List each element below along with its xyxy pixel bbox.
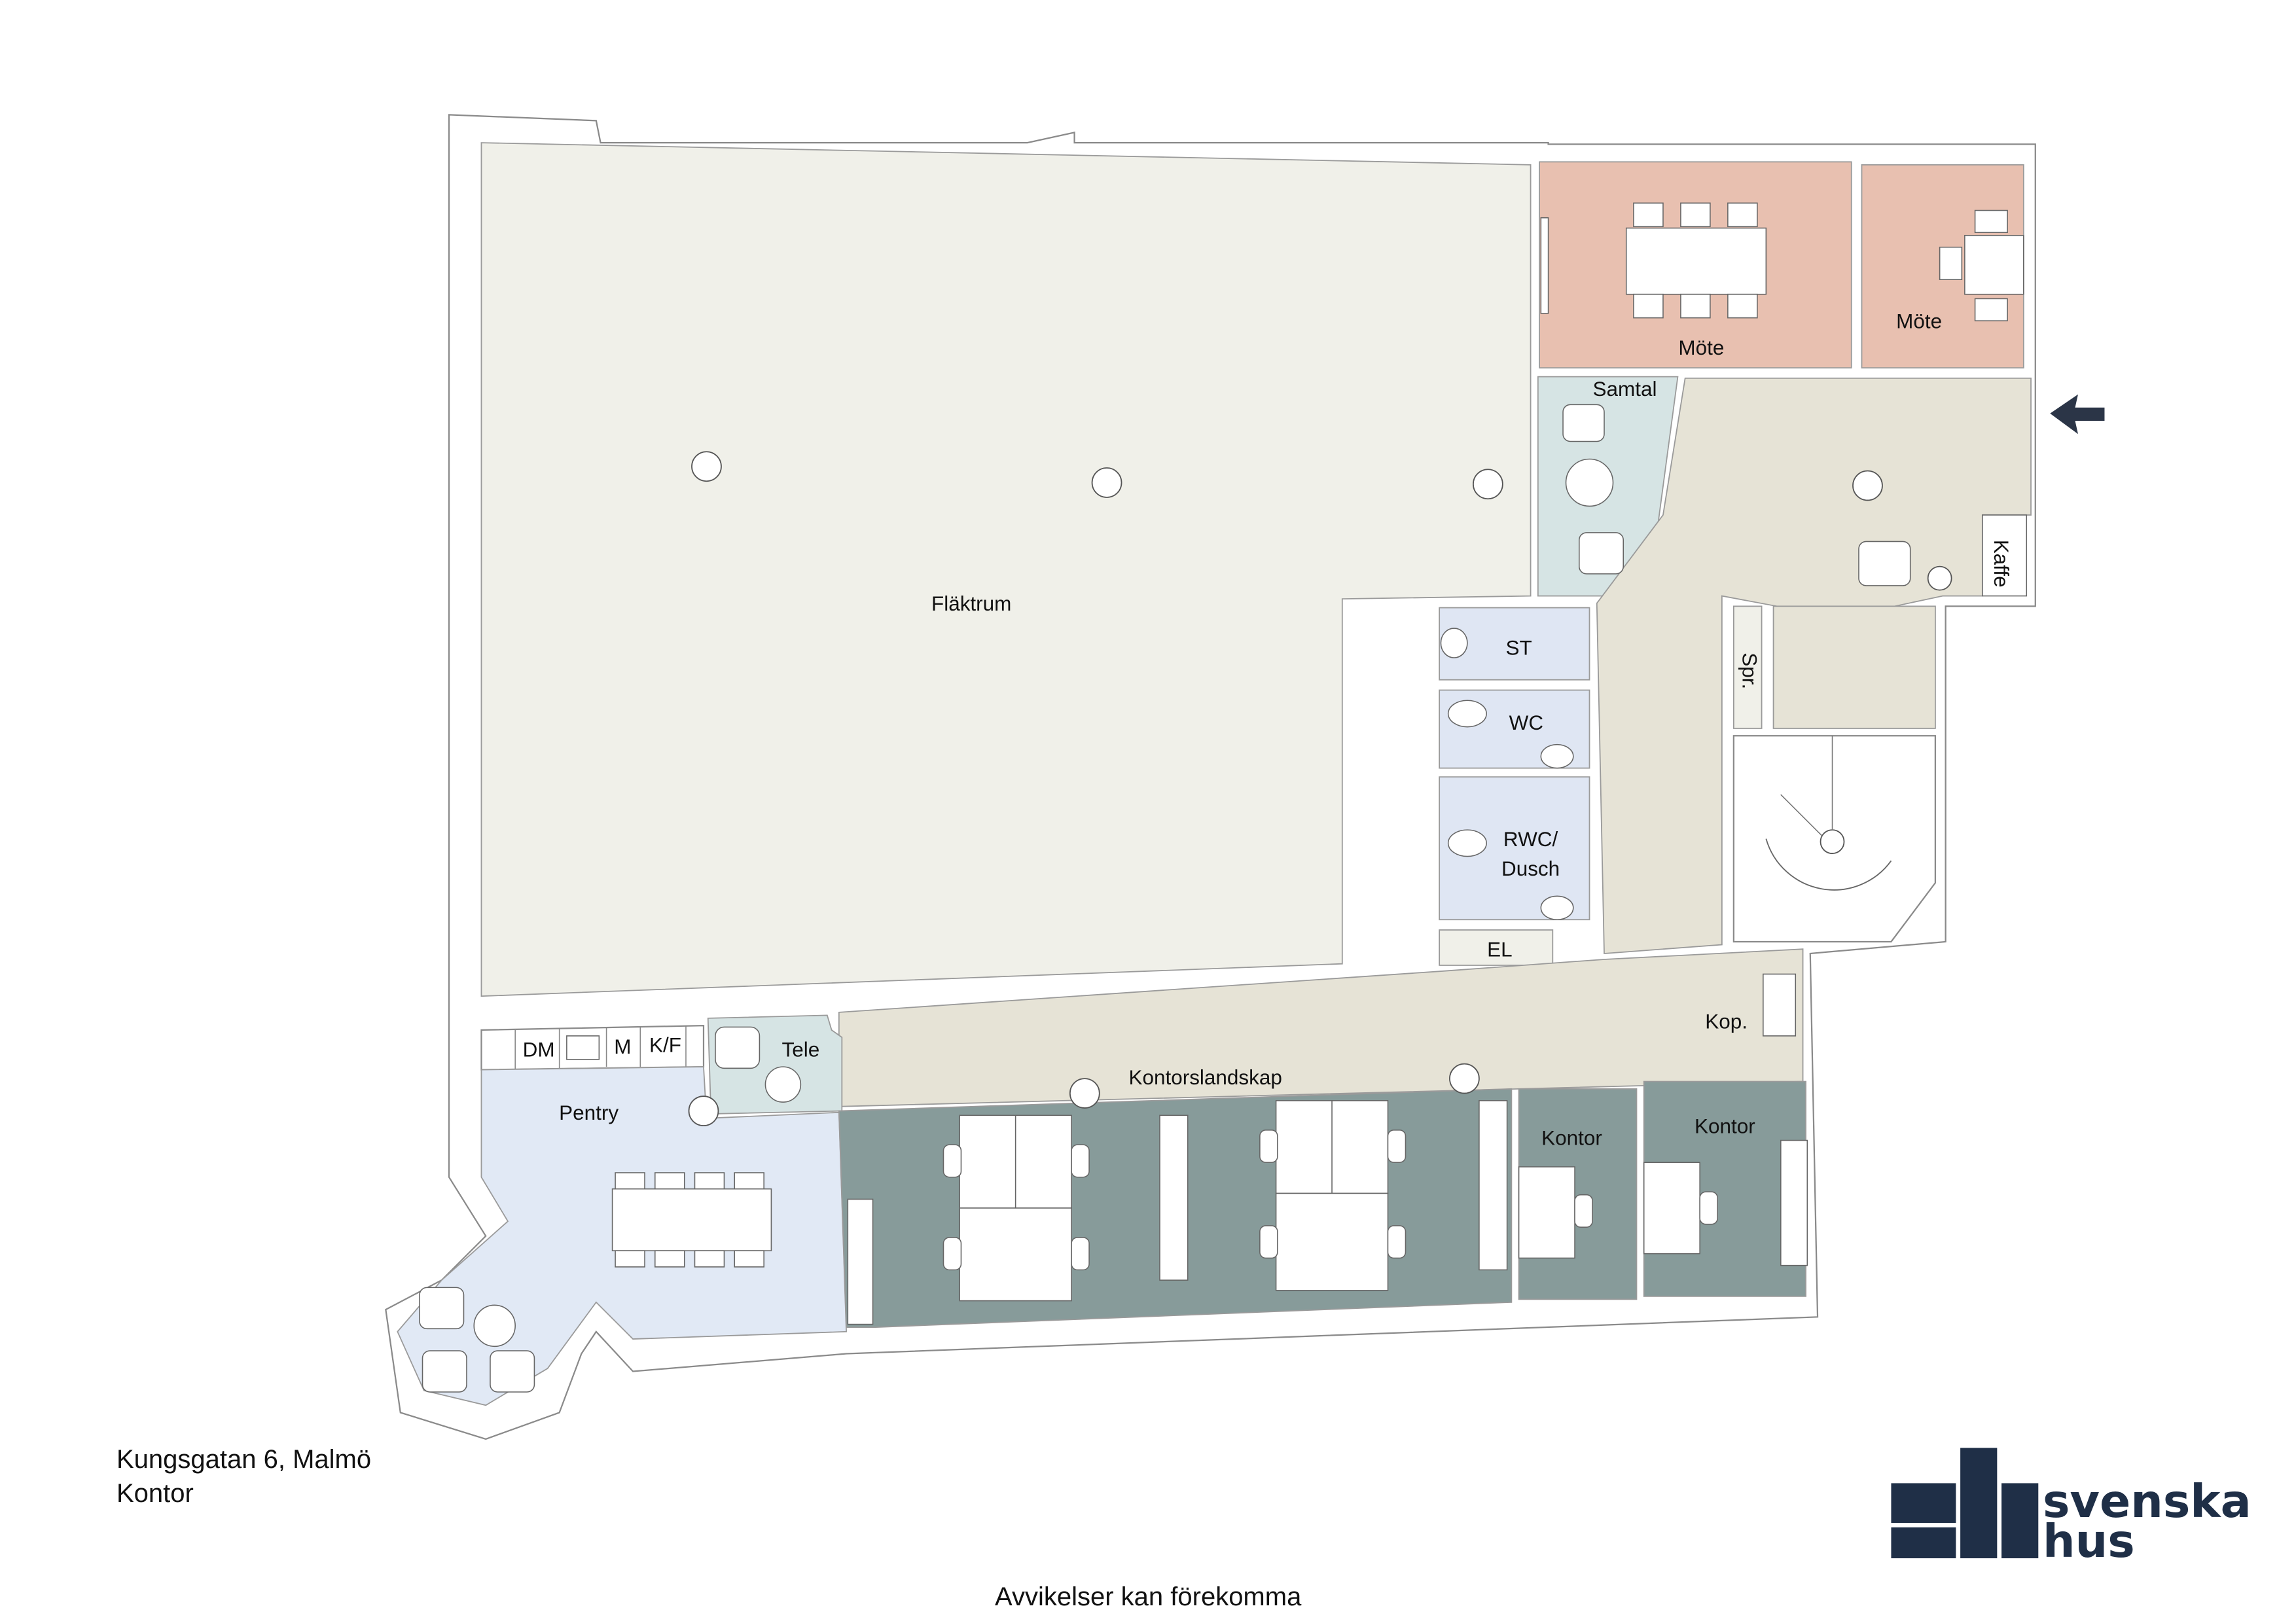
room-kaffe: [1982, 514, 2028, 597]
logo-text-svenska: svenska: [2043, 1475, 2251, 1528]
column: [1852, 470, 1883, 501]
toilet-icon: [1447, 700, 1487, 728]
arrow-left-icon: [2050, 394, 2105, 435]
armchair-icon: [1562, 404, 1605, 442]
meeting-table: [1964, 234, 2024, 295]
chair: [1974, 298, 2008, 321]
label-st: ST: [1505, 637, 1532, 660]
sink-icon: [1540, 895, 1574, 921]
room-storage: [1772, 605, 1936, 729]
label-dusch: Dusch: [1501, 857, 1560, 880]
column: [1091, 467, 1122, 498]
appliance-box: [566, 1035, 600, 1060]
sink-icon: [1440, 628, 1468, 658]
armchair-icon: [1578, 532, 1624, 575]
svenska-hus-logo: svenska hus: [1891, 1448, 2251, 1568]
office-chairs: [942, 1129, 1718, 1271]
stair-core: [1820, 829, 1845, 854]
label-kontor-2: Kontor: [1695, 1115, 1755, 1137]
logo-text-hus: hus: [2043, 1515, 2135, 1568]
chair: [1974, 209, 2008, 234]
label-flaktrum: Fläktrum: [931, 592, 1011, 615]
coffee-table: [1565, 458, 1614, 507]
chair: [1939, 246, 1963, 280]
chairs: [615, 1172, 764, 1268]
address-line-1: Kungsgatan 6, Malmö: [117, 1445, 372, 1474]
column: [1472, 469, 1503, 500]
label-el: EL: [1487, 938, 1513, 961]
label-dm: DM: [523, 1038, 555, 1061]
column: [1449, 1063, 1480, 1094]
label-kontorslandskap: Kontorslandskap: [1128, 1066, 1282, 1089]
label-tele: Tele: [782, 1038, 820, 1061]
address-line-2: Kontor: [117, 1479, 194, 1508]
label-kaffe: Kaffe: [1990, 540, 2013, 588]
chairs: [1633, 202, 1758, 319]
column: [1927, 565, 1952, 591]
column: [1069, 1078, 1100, 1109]
armchair-icon: [419, 1287, 465, 1330]
label-pentry: Pentry: [559, 1101, 619, 1124]
armchair-icon: [715, 1026, 761, 1069]
room-flaktrum: [480, 142, 1532, 997]
room-spr: [1732, 605, 1763, 729]
side-table: [764, 1066, 802, 1103]
armchair-icon: [422, 1350, 467, 1393]
armchair-icon: [1858, 541, 1911, 586]
label-samtal: Samtal: [1593, 378, 1657, 401]
column: [691, 451, 722, 482]
room-el: [1439, 929, 1554, 966]
stair-arrow: [1765, 838, 1892, 891]
label-spr: Spr.: [1738, 652, 1761, 689]
label-m: M: [614, 1035, 631, 1058]
label-wc: WC: [1509, 711, 1543, 734]
label-kontor-1: Kontor: [1541, 1126, 1602, 1149]
armchair-icon: [490, 1350, 535, 1393]
toilet-icon: [1447, 829, 1487, 857]
whiteboard: [1540, 217, 1549, 314]
label-rwc: RWC/: [1503, 828, 1558, 851]
sink-icon: [1540, 743, 1574, 769]
lounge-table: [473, 1304, 516, 1347]
label-mote-2: Möte: [1896, 310, 1942, 332]
column: [688, 1096, 719, 1126]
label-mote-1: Möte: [1678, 336, 1724, 359]
label-kop: Kop.: [1705, 1010, 1748, 1033]
dining-table: [611, 1188, 772, 1251]
label-kf: K/F: [649, 1034, 681, 1057]
copier-icon: [1763, 973, 1797, 1037]
disclaimer: Avvikelser kan förekomma: [995, 1582, 1302, 1611]
meeting-table: [1625, 227, 1767, 295]
